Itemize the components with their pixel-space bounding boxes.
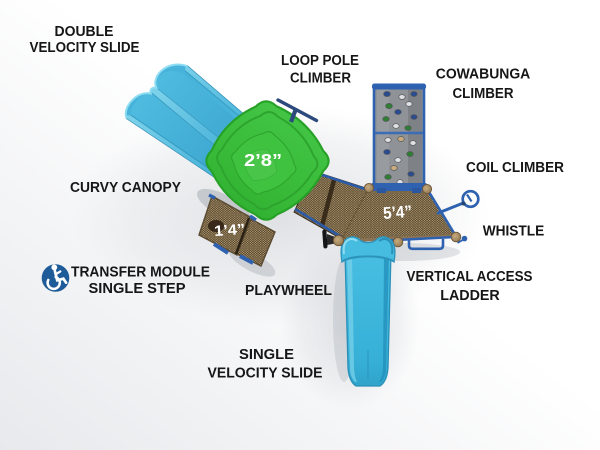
label-transfer-module-line1: TRANSFER MODULE: [71, 264, 210, 281]
label-loop-pole-climber-line1: LOOP POLE: [281, 52, 359, 69]
label-cowabunga-climber-line1: COWABUNGA: [436, 66, 531, 83]
loop-pole-climber-graphic: [276, 98, 319, 123]
label-coil-climber: COIL CLIMBER: [466, 159, 564, 176]
label-single-velocity-slide-line2: VELOCITY SLIDE: [208, 365, 323, 382]
label-loop-pole-climber-line2: CLIMBER: [290, 70, 351, 87]
label-single-velocity-slide-line1: SINGLE: [239, 346, 294, 363]
label-playwheel: PLAYWHEEL: [245, 282, 332, 299]
label-double-velocity-slide-line1: DOUBLE: [55, 23, 114, 40]
whistle-graphic: [457, 235, 468, 244]
transfer-module-graphic: [198, 193, 276, 267]
vertical-access-ladder-graphic: [407, 239, 445, 251]
wheelchair-accessible-icon: [41, 264, 70, 292]
label-cowabunga-climber-line2: CLIMBER: [453, 85, 514, 102]
main-deck-measurement: 5’4”: [382, 202, 412, 223]
label-vertical-access-ladder-line1: VERTICAL ACCESS: [407, 268, 533, 285]
label-vertical-access-ladder-line2: LADDER: [440, 287, 500, 304]
label-transfer-module-line2: SINGLE STEP: [89, 280, 186, 297]
cowabunga-climber-graphic: [372, 83, 426, 194]
single-velocity-slide-graphic: [340, 236, 396, 387]
playwheel-graphic: [322, 229, 345, 249]
transfer-deck-measurement: 1’4”: [214, 221, 246, 240]
label-double-velocity-slide-line2: VELOCITY SLIDE: [30, 39, 140, 56]
callout-labels: DOUBLE VELOCITY SLIDE LOOP POLE CLIMBER …: [30, 23, 565, 382]
coil-climber-graphic: [436, 189, 480, 215]
canopy-deck-measurement: 2’8”: [244, 150, 282, 170]
label-curvy-canopy: CURVY CANOPY: [70, 179, 181, 196]
label-whistle: WHISTLE: [483, 223, 545, 240]
